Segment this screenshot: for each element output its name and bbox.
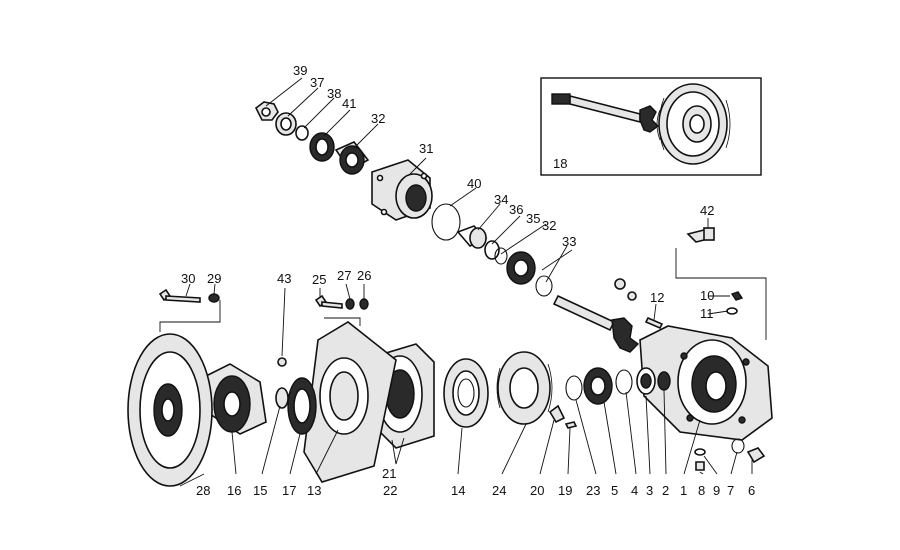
label-20: 20 [530,483,544,498]
label-21: 21 [382,466,396,481]
label-38: 38 [327,86,341,101]
label-31: 31 [419,141,433,156]
differential-components [443,351,671,429]
label-25: 25 [312,272,326,287]
label-10: 10 [700,288,714,303]
label-13: 13 [307,483,321,498]
label-33: 33 [562,234,576,249]
label-9: 9 [713,483,720,498]
label-36: 36 [509,202,523,217]
upper-pinion-assembly [254,101,640,353]
label-6: 6 [748,483,755,498]
label-12: 12 [650,290,664,305]
label-32-mid: 32 [542,218,556,233]
label-39: 39 [293,63,307,78]
label-15: 15 [253,483,267,498]
label-4: 4 [631,483,638,498]
main-housing [614,227,773,471]
left-components [127,288,435,487]
label-28: 28 [196,483,210,498]
label-32-top: 32 [371,111,385,126]
label-40: 40 [467,176,481,191]
label-34: 34 [494,192,508,207]
label-29: 29 [207,271,221,286]
label-26: 26 [357,268,371,283]
label-30: 30 [181,271,195,286]
label-17: 17 [282,483,296,498]
label-35: 35 [526,211,540,226]
label-27: 27 [337,268,351,283]
leader-lines [159,77,767,487]
label-22: 22 [383,483,397,498]
label-8: 8 [698,483,705,498]
label-7: 7 [727,483,734,498]
label-24: 24 [492,483,506,498]
label-14: 14 [451,483,465,498]
label-19: 19 [558,483,572,498]
label-18: 18 [553,156,567,171]
label-41: 41 [342,96,356,111]
label-1: 1 [680,483,687,498]
label-2: 2 [662,483,669,498]
label-3: 3 [646,483,653,498]
label-43: 43 [277,271,291,286]
label-23: 23 [586,483,600,498]
label-37: 37 [310,75,324,90]
inset-box-crown-pinion [540,77,762,176]
label-42: 42 [700,203,714,218]
label-16: 16 [227,483,241,498]
part-labels: 1 2 3 4 5 6 7 8 9 10 11 12 13 14 15 16 1… [181,63,755,498]
label-11: 11 [700,306,714,321]
label-5: 5 [611,483,618,498]
